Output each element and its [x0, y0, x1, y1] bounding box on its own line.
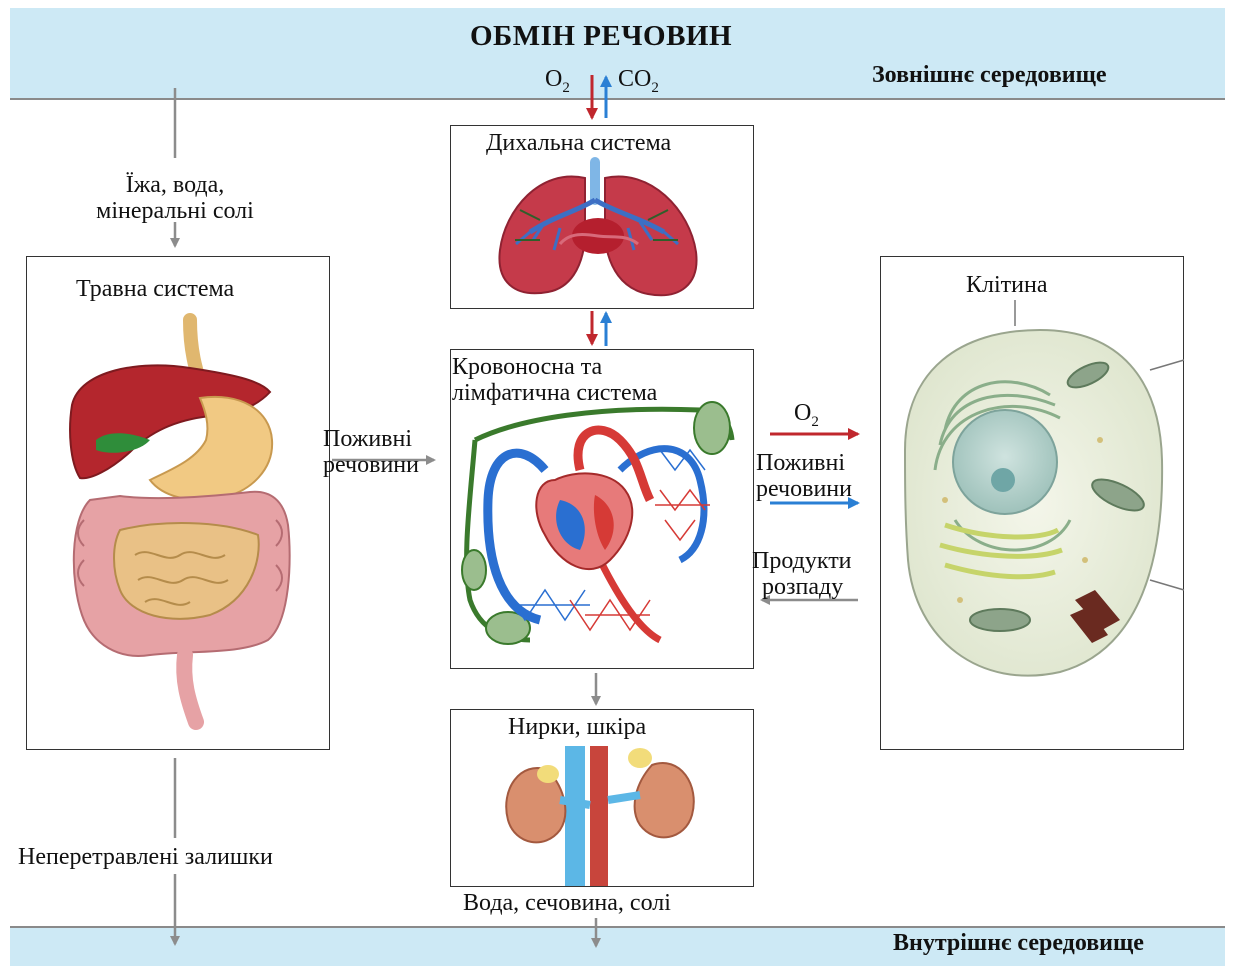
carbon-dioxide-out-label: CO2 [618, 66, 659, 101]
circulatory-system-label: Кровоносна та лімфатична система [452, 354, 657, 406]
oxygen-to-cell-label: O2 [794, 400, 819, 435]
nutrients-to-cell-label: Поживні речовини [756, 450, 852, 502]
nutrients-to-blood-label: Поживні речовини [323, 426, 419, 478]
circulatory-system-illustration [462, 402, 732, 644]
excretory-system-label: Нирки, шкіра [508, 714, 646, 740]
digestive-system-label: Травна система [76, 276, 234, 302]
cell-label: Клітина [966, 272, 1047, 298]
digestive-organs-illustration [70, 320, 290, 722]
undigested-output-label: Неперетравлені залишки [18, 844, 273, 870]
oxygen-in-label: O2 [545, 66, 570, 101]
food-input-label: Їжа, вода, мінеральні солі [60, 172, 290, 224]
excretion-output-label: Вода, сечовина, солі [463, 890, 671, 916]
kidneys-illustration [506, 746, 694, 886]
cell-illustration [905, 300, 1184, 676]
waste-products-label: Продукти розпаду [752, 548, 852, 600]
lungs-illustration [499, 162, 696, 295]
respiratory-system-label: Дихальна система [486, 130, 671, 156]
